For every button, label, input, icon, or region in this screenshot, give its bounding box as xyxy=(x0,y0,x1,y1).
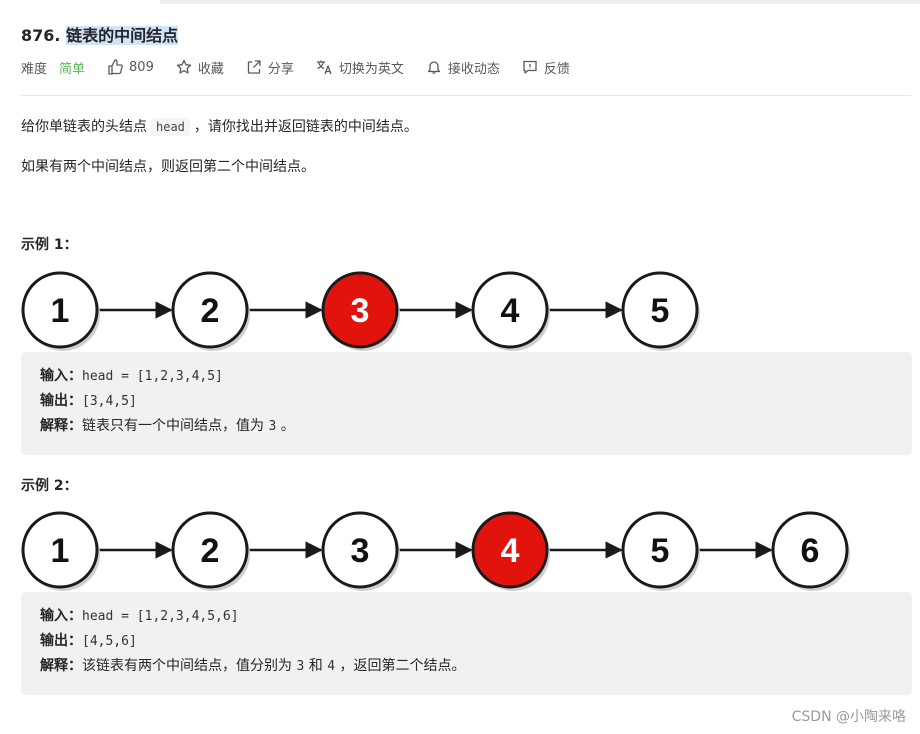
like-button[interactable]: 809 xyxy=(107,59,154,75)
output-value: [4,5,6] xyxy=(82,634,137,649)
subscribe-button[interactable]: 接收动态 xyxy=(426,58,500,77)
explanation-text: 链表只有一个中间结点，值为 xyxy=(82,418,264,434)
explanation-value: 4 xyxy=(327,659,336,674)
explanation-value: 3 xyxy=(268,419,277,434)
example-2-linked-list-diagram: 1 2 3 4 5 6 xyxy=(21,511,850,591)
output-label: 输出： xyxy=(40,393,82,409)
explanation-text: 和 xyxy=(308,658,323,674)
problem-title-text: 链表的中间结点 xyxy=(66,26,179,45)
feedback-label: 反馈 xyxy=(543,61,570,77)
watermark: CSDN @小陶来咯 xyxy=(791,709,906,725)
favorite-label: 收藏 xyxy=(197,61,224,77)
explanation-text: ，返回第二个结点。 xyxy=(339,658,466,674)
feedback-button[interactable]: 反馈 xyxy=(522,58,570,77)
list-node xyxy=(21,511,99,589)
node-value: 6 xyxy=(801,532,820,570)
example-2-title: 示例 2： xyxy=(21,478,78,494)
example-2-explanation: 解释：该链表有两个中间结点，值分别为 3 和 4 ，返回第二个结点。 xyxy=(40,654,912,679)
input-value: head = [1,2,3,4,5,6] xyxy=(82,609,239,624)
node-value: 5 xyxy=(651,532,670,570)
node-value: 3 xyxy=(351,532,370,570)
example-1-io-box: 输入：head = [1,2,3,4,5] 输出：[3,4,5] 解释：链表只有… xyxy=(21,352,912,455)
like-count: 809 xyxy=(129,59,154,75)
explanation-text: 。 xyxy=(280,418,295,434)
description-paragraph-2: 如果有两个中间结点，则返回第二个中间结点。 xyxy=(21,159,315,175)
output-label: 输出： xyxy=(40,633,82,649)
node-value: 3 xyxy=(351,292,370,330)
input-label: 输入： xyxy=(40,368,82,384)
problem-number: 876. xyxy=(21,26,61,45)
difficulty-label: 难度 xyxy=(21,61,48,77)
feedback-icon xyxy=(523,60,537,74)
difficulty-badge: 简单 xyxy=(59,61,86,77)
explanation-label: 解释： xyxy=(40,658,82,674)
header-divider xyxy=(21,95,911,96)
description-text: 给你单链表的头结点 xyxy=(21,119,147,135)
list-node xyxy=(21,271,99,349)
explanation-text: 该链表有两个中间结点，值分别为 xyxy=(82,658,292,674)
node-value: 4 xyxy=(501,532,520,570)
example-2-input: 输入：head = [1,2,3,4,5,6] xyxy=(40,604,912,629)
node-value: 1 xyxy=(51,532,70,570)
node-value: 2 xyxy=(201,532,220,570)
description-text: ，请你找出并返回链表的中间结点。 xyxy=(193,119,418,135)
node-value: 1 xyxy=(51,292,70,330)
favorite-button[interactable]: 收藏 xyxy=(176,58,224,77)
list-node xyxy=(171,271,249,349)
star-icon xyxy=(176,59,192,74)
input-label: 输入： xyxy=(40,608,82,624)
top-divider xyxy=(160,0,920,4)
list-node-highlighted xyxy=(471,511,549,589)
node-value: 2 xyxy=(201,292,220,330)
share-icon xyxy=(247,60,261,74)
explanation-value: 3 xyxy=(296,659,305,674)
example-2-output: 输出：[4,5,6] xyxy=(40,629,912,654)
translate-label: 切换为英文 xyxy=(338,61,404,77)
list-node-highlighted xyxy=(321,271,399,349)
input-value: head = [1,2,3,4,5] xyxy=(82,369,223,384)
example-1-linked-list-diagram: 1 2 3 4 5 xyxy=(21,271,700,351)
list-node xyxy=(471,271,549,349)
list-node xyxy=(621,271,699,349)
thumbs-up-icon xyxy=(108,59,123,75)
subscribe-label: 接收动态 xyxy=(447,61,500,77)
problem-title: 876. 链表的中间结点 xyxy=(21,22,179,46)
example-1-output: 输出：[3,4,5] xyxy=(40,389,912,414)
node-value: 5 xyxy=(651,292,670,330)
problem-meta-bar: 难度 简单 809 收藏 分享 切换为英文 接收动态 反馈 xyxy=(21,57,592,77)
list-node xyxy=(321,511,399,589)
list-node xyxy=(621,511,699,589)
share-button[interactable]: 分享 xyxy=(246,58,294,77)
share-label: 分享 xyxy=(267,61,294,77)
example-2-io-box: 输入：head = [1,2,3,4,5,6] 输出：[4,5,6] 解释：该链… xyxy=(21,592,912,695)
bell-icon xyxy=(427,61,441,74)
translate-button[interactable]: 切换为英文 xyxy=(316,58,404,77)
example-1-explanation: 解释：链表只有一个中间结点，值为 3 。 xyxy=(40,414,912,439)
node-value: 4 xyxy=(501,292,520,330)
example-1-input: 输入：head = [1,2,3,4,5] xyxy=(40,364,912,389)
translate-icon xyxy=(316,60,332,75)
list-node xyxy=(771,511,849,589)
inline-code: head xyxy=(151,118,190,136)
list-node xyxy=(171,511,249,589)
example-1-title: 示例 1： xyxy=(21,237,78,253)
explanation-label: 解释： xyxy=(40,418,82,434)
output-value: [3,4,5] xyxy=(82,394,137,409)
